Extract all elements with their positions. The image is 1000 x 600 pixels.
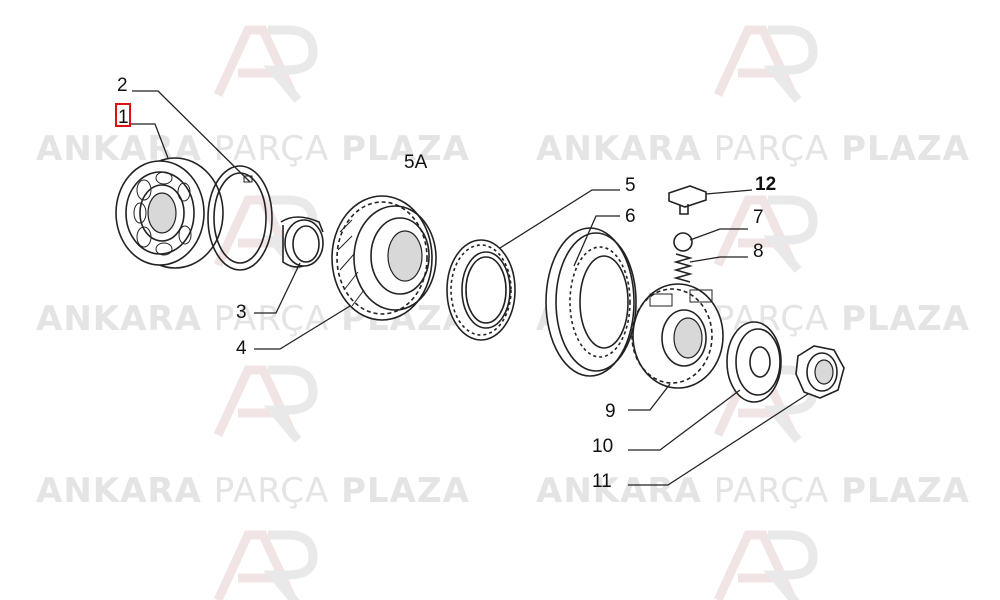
group-label: 5A: [404, 152, 428, 173]
part-synchro-hub: [631, 283, 724, 389]
watermark-text: ANKARA PARÇA PLAZA: [536, 129, 970, 169]
callout-label-7[interactable]: 7: [753, 207, 764, 228]
leader-line-7: [689, 228, 748, 241]
leader-line-6: [573, 215, 620, 267]
leader-line-10: [628, 389, 741, 451]
callout-label-8[interactable]: 8: [753, 241, 764, 262]
watermark-logo-icon: [213, 25, 318, 103]
part-sleeve: [280, 216, 324, 268]
watermark-logo-icon: [213, 365, 318, 443]
part-thrust-washer: [726, 321, 782, 403]
part-helical-gear: [331, 195, 437, 321]
leader-line-9: [628, 383, 671, 411]
part-sliding-sleeve: [545, 227, 637, 377]
callout-label-2[interactable]: 2: [117, 75, 128, 96]
leader-line-1: [131, 123, 169, 159]
callout-label-3[interactable]: 3: [236, 302, 247, 323]
callout-label-12[interactable]: 12: [755, 174, 776, 195]
watermark-logo-icon: [713, 530, 818, 600]
leader-line-12: [705, 189, 753, 195]
part-synchro-ring: [446, 239, 516, 341]
part-spring: [673, 253, 693, 283]
part-detent-ball: [673, 232, 693, 252]
callout-labels: 1 2 3 4 5 6 7 8 9 10 11 12 5A: [115, 75, 776, 492]
watermark-text: ANKARA PARÇA PLAZA: [36, 129, 470, 169]
leader-lines: [131, 90, 809, 486]
watermark-text: ANKARA PARÇA PLAZA: [536, 471, 970, 511]
callout-label-11[interactable]: 11: [592, 471, 612, 492]
watermark-text: ANKARA PARÇA PLAZA: [36, 299, 470, 339]
watermark-logo-icon: [213, 530, 318, 600]
leader-line-11: [628, 393, 809, 486]
callout-label-5[interactable]: 5: [625, 175, 636, 196]
watermark-logo-icon: [713, 195, 818, 273]
leader-line-3: [254, 262, 301, 314]
watermark-logo-icon: [713, 25, 818, 103]
callout-highlight-box: [115, 103, 131, 127]
leader-line-4: [254, 305, 351, 350]
callout-label-9[interactable]: 9: [605, 401, 616, 422]
leader-line-8: [689, 256, 748, 263]
leader-line-2: [132, 90, 251, 183]
leader-line-5: [499, 189, 620, 249]
callout-label-4[interactable]: 4: [236, 338, 247, 359]
callout-label-1[interactable]: 1: [118, 107, 129, 128]
part-shift-key: [668, 185, 707, 215]
callout-label-6[interactable]: 6: [625, 206, 636, 227]
part-lock-nut: [795, 345, 845, 399]
watermark-texts: ANKARA PARÇA PLAZA ANKARA PARÇA PLAZA AN…: [36, 129, 970, 511]
watermark-text: ANKARA PARÇA PLAZA: [36, 471, 470, 511]
callout-label-10[interactable]: 10: [592, 436, 613, 457]
part-bearing: [115, 157, 224, 269]
